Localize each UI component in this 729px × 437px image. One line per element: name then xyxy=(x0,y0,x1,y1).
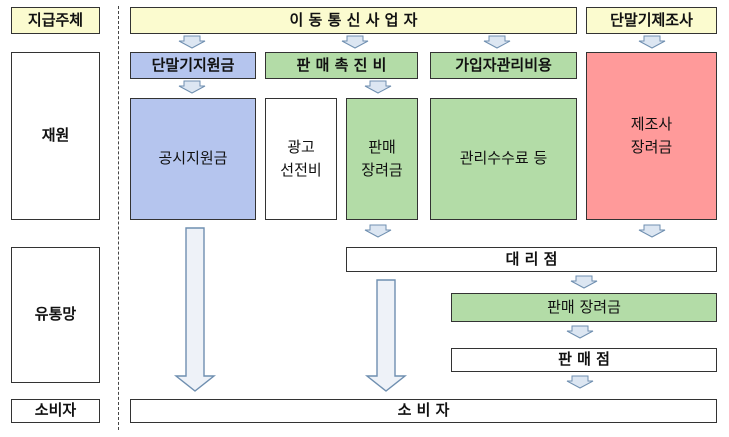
ad-promo-box: 광고 선전비 xyxy=(265,98,337,220)
consumer-bar: 소 비 자 xyxy=(130,399,717,423)
retailer-box: 판 매 점 xyxy=(451,348,717,372)
label-consumer: 소비자 xyxy=(11,399,100,423)
small-arrow-9 xyxy=(566,325,594,339)
small-arrow-10 xyxy=(566,375,594,389)
sales-incentive-box: 판매 장려금 xyxy=(346,98,418,220)
divider-line xyxy=(118,6,119,430)
subscriber-mgmt-box: 가입자관리비용 xyxy=(430,52,577,79)
small-arrow-1 xyxy=(341,35,369,49)
mgmt-fee-box: 관리수수료 등 xyxy=(430,98,577,220)
sales-promotion-box: 판 매 촉 진 비 xyxy=(265,52,418,79)
small-arrow-6 xyxy=(364,224,392,238)
small-arrow-2 xyxy=(483,35,511,49)
small-arrow-8 xyxy=(570,275,598,289)
big-arrow-subsidy xyxy=(173,227,217,392)
carrier-box: 이 동 통 신 사 업 자 xyxy=(130,7,577,34)
small-arrow-7 xyxy=(638,224,666,238)
label-channel: 유통망 xyxy=(11,247,100,383)
big-arrow-incentive xyxy=(364,279,408,392)
manufacturer-box: 단말기제조사 xyxy=(586,7,717,34)
device-subsidy-box: 단말기지원금 xyxy=(130,52,256,79)
agency-box: 대 리 점 xyxy=(346,247,717,272)
agency-incentive-box: 판매 장려금 xyxy=(451,293,717,322)
manufacturer-incentive-box: 제조사 장려금 xyxy=(586,52,717,220)
small-arrow-4 xyxy=(178,80,206,94)
public-subsidy-box: 공시지원금 xyxy=(130,98,256,220)
small-arrow-5 xyxy=(364,80,392,94)
label-payer: 지급주체 xyxy=(11,7,100,34)
small-arrow-0 xyxy=(178,35,206,49)
label-funding: 재원 xyxy=(11,52,100,220)
small-arrow-3 xyxy=(638,35,666,49)
